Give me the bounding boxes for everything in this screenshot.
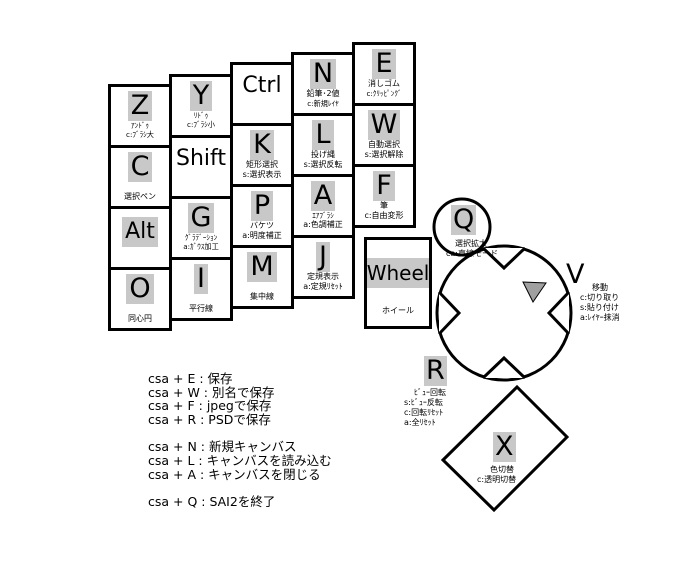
key-y-label-2: c:ﾌﾞﾗｼ小 [187,120,215,129]
key-wheel: Wheel ホイール [364,237,432,329]
key-f-label-2: c:自由変形 [364,211,404,220]
key-i-label-1: 平行線 [189,304,213,313]
shortcut-line: csa + L : キャンバスを読み込む [148,452,332,468]
key-l-label-1: 投げ縄 [311,150,335,159]
key-k-label-1: 矩形選択 [246,160,278,169]
key-alt-letter: Alt [122,217,158,247]
key-j-label-2: a:定規ﾘｾｯﾄ [303,282,343,291]
r-key-label-2: s:ﾋﾞｭｰ反転 [404,398,443,407]
key-n: N 鉛筆･2値 c:新規ﾚｲﾔ [291,52,355,116]
key-p-label-1: バケツ [250,221,274,230]
key-y-label-1: ﾘﾄﾞｩ [193,111,209,120]
key-w: W 自動選択 s:選択解除 [352,103,416,167]
key-e-label-1: 消しゴム [368,79,400,88]
shortcut-spacer [148,426,332,440]
v-key-letter: V [566,259,585,290]
key-g: G ｸﾞﾗﾃﾞｰｼｮﾝ a:ｶﾞｳｽ加工 [169,196,233,260]
key-y: Y ﾘﾄﾞｩ c:ﾌﾞﾗｼ小 [169,74,233,138]
key-j-label-1: 定規表示 [307,272,339,281]
key-k-label-2: s:選択表示 [242,170,282,179]
key-e-letter: E [372,49,396,79]
cursor-arrow-icon [522,281,547,303]
v-key-label-2: c:切り取り [580,293,620,302]
shortcut-spacer [148,481,332,495]
shortcut-line: csa + R : PSDで保存 [148,411,271,427]
key-p-label-2: a:明度補正 [242,231,282,240]
key-n-label-2: c:新規ﾚｲﾔ [307,99,339,108]
key-z-label-1: ｱﾝﾄﾞｩ [131,121,149,130]
key-z-label-2: c:ﾌﾞﾗｼ大 [126,130,154,139]
key-a-letter: A [310,181,336,211]
r-key-letter: R [424,355,447,386]
v-key-label-3: s:貼り付け [580,303,619,312]
key-wheel-label-1: ホイール [382,306,414,315]
key-f: F 筆 c:自由変形 [352,164,416,228]
key-i: I 平行線 [169,257,233,321]
key-c-letter: C [127,152,153,182]
v-key-label-1: 移動 [592,283,608,292]
key-m-label-1: 集中線 [250,292,274,301]
q-key-label-2: ca:直線モード [446,249,498,258]
key-c-label-1: 選択ペン [124,192,156,201]
x-key-label-2: c:透明切替 [477,475,517,484]
r-key-label-4: a:全ﾘｾｯﾄ [404,418,436,427]
shortcut-line: csa + F : jpegで保存 [148,398,272,414]
shortcut-list: csa + E : 保存 csa + W : 別名で保存 csa + F : j… [148,372,332,509]
key-shift-letter: Shift [175,146,226,171]
key-l-letter: L [312,120,334,150]
key-o-letter: O [126,274,154,304]
key-f-letter: F [373,171,395,201]
key-w-letter: W [367,110,401,140]
key-f-label-1: 筆 [380,201,388,210]
shortcut-line: csa + Q : SAI2を終了 [148,494,276,510]
key-a-label-2: a:色調補正 [303,220,343,229]
key-j-letter: J [316,242,330,272]
key-a-label-1: ｴｱﾌﾞﾗｼ [312,211,334,220]
key-j: J 定規表示 a:定規ﾘｾｯﾄ [291,235,355,299]
key-z-letter: Z [127,91,153,121]
key-w-label-1: 自動選択 [368,140,400,149]
key-p-letter: P [250,191,274,221]
x-key-label-1: 色切替 [490,465,514,474]
q-key-letter: Q [451,204,477,235]
key-n-label-1: 鉛筆･2値 [306,89,340,98]
key-o-label-1: 同心円 [128,314,152,323]
key-wheel-letter: Wheel [367,258,429,288]
key-g-label-2: a:ｶﾞｳｽ加工 [183,242,219,251]
key-z: Z ｱﾝﾄﾞｩ c:ﾌﾞﾗｼ大 [108,84,172,148]
mouse-wheel-outline [435,244,573,382]
key-n-letter: N [309,59,337,89]
key-e-label-2: c:ｸﾘｯﾋﾟﾝｸﾞ [366,89,402,98]
key-g-label-1: ｸﾞﾗﾃﾞｰｼｮﾝ [184,233,218,242]
shortcut-line: csa + E : 保存 [148,371,233,386]
q-key-label-1: 選択拡大 [455,239,487,248]
v-key-label-4: a:ﾚｲﾔｰ抹消 [580,313,620,322]
shortcut-line: csa + W : 別名で保存 [148,384,275,400]
r-key-label-3: c:回転ﾘｾｯﾄ [404,408,444,417]
key-m-letter: M [247,252,277,282]
key-o: O 同心円 [108,267,172,331]
key-ctrl-letter: Ctrl [242,73,282,98]
key-g-letter: G [187,203,215,233]
shortcut-line: csa + N : 新規キャンバス [148,439,297,455]
x-key-letter: X [493,431,516,462]
key-i-letter: I [194,264,208,294]
key-l-label-2: s:選択反転 [303,160,343,169]
key-k-letter: K [250,130,274,160]
r-key-label-1: ﾋﾞｭｰ回転 [414,388,446,397]
key-w-label-2: s:選択解除 [364,150,404,159]
shortcut-line: csa + A : キャンバスを閉じる [148,466,321,482]
key-y-letter: Y [189,81,213,111]
